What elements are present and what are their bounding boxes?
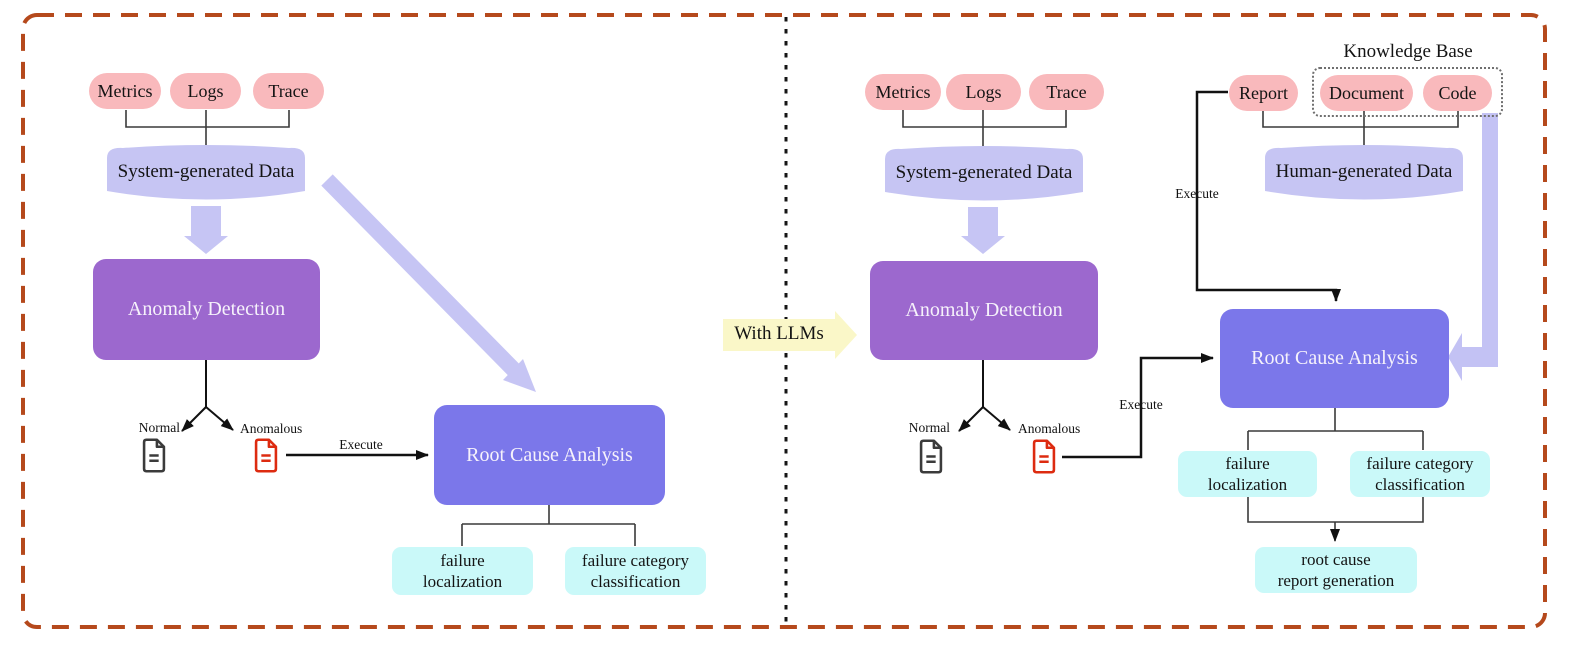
output-line: classification xyxy=(1375,475,1465,494)
with-llms-label: With LLMs xyxy=(734,323,824,344)
right-metrics-node: Metrics xyxy=(865,74,941,110)
knowledge-base-label: Knowledge Base xyxy=(1343,41,1473,62)
left-anomalous-arrow xyxy=(205,406,234,431)
data-store-label: System-generated Data xyxy=(895,162,1073,183)
left-outputs-bracket xyxy=(461,505,636,546)
output-line: classification xyxy=(590,572,681,591)
left-trace-node: Trace xyxy=(253,73,324,109)
left-metrics-node: Metrics xyxy=(89,73,161,109)
left-anomalous-document-icon xyxy=(252,438,280,473)
output-line: failure xyxy=(440,550,485,570)
right-report-generation-node: root cause report generation xyxy=(1255,547,1417,593)
left-anomaly-detection-node: Anomaly Detection xyxy=(93,259,320,360)
left-logs-node: Logs xyxy=(170,73,241,109)
left-sources-bracket xyxy=(125,110,290,146)
data-store-cylinder-shape xyxy=(1265,145,1463,200)
right-anomalous-document-icon xyxy=(1030,439,1058,474)
data-store-cylinder-shape xyxy=(885,146,1083,201)
right-human-data-store: Human-generated Data xyxy=(1265,145,1463,205)
output-line: failure category xyxy=(581,550,690,570)
right-normal-label: Normal xyxy=(908,420,950,435)
left-diagonal-arrow-head xyxy=(503,359,536,392)
right-failure-category-node: failure category classification xyxy=(1350,451,1490,497)
left-diagonal-arrow-shaft xyxy=(321,174,520,376)
right-root-cause-analysis-node: Root Cause Analysis xyxy=(1220,309,1449,408)
right-trace-node: Trace xyxy=(1029,74,1104,110)
right-document-node: Document xyxy=(1320,75,1413,111)
right-code-node: Code xyxy=(1423,75,1492,111)
output-line: localization xyxy=(422,572,503,591)
left-system-data-store: System-generated Data xyxy=(107,145,305,205)
output-line: failure category xyxy=(1366,453,1474,473)
right-anomaly-detection-node: Anomaly Detection xyxy=(870,261,1098,360)
right-ingest-arrow xyxy=(961,207,1005,254)
right-normal-document-icon xyxy=(917,439,945,474)
left-root-cause-analysis-node: Root Cause Analysis xyxy=(434,405,665,505)
right-system-data-store: System-generated Data xyxy=(885,146,1083,206)
right-logs-node: Logs xyxy=(946,74,1021,110)
left-normal-label: Normal xyxy=(138,420,180,435)
right-execute-anomalous-label: Execute xyxy=(1119,397,1163,412)
left-failure-localization-node: failure localization xyxy=(392,547,533,595)
right-normal-arrow xyxy=(958,406,984,432)
right-sources-bracket xyxy=(902,110,1067,147)
right-anomalous-arrow xyxy=(982,406,1011,431)
right-execute-report-label: Execute xyxy=(1175,186,1219,201)
left-failure-category-node: failure category classification xyxy=(565,547,706,595)
left-ingest-arrow xyxy=(184,206,228,254)
output-line: localization xyxy=(1207,475,1288,494)
right-outputs-bracket xyxy=(1247,408,1424,450)
right-anomalous-label: Anomalous xyxy=(1018,421,1081,436)
left-normal-document-icon xyxy=(140,438,168,473)
output-line: failure xyxy=(1225,453,1270,473)
output-line: report generation xyxy=(1277,571,1395,590)
data-store-label: System-generated Data xyxy=(117,161,295,182)
left-normal-arrow xyxy=(181,406,207,432)
left-execute-label: Execute xyxy=(339,437,383,452)
right-report-bracket xyxy=(1247,497,1424,523)
right-failure-localization-node: failure localization xyxy=(1178,451,1317,497)
left-anomalous-label: Anomalous xyxy=(240,421,303,436)
data-store-cylinder-shape xyxy=(107,145,305,200)
right-report-node: Report xyxy=(1229,75,1298,111)
knowledge-base-frame xyxy=(1312,67,1503,117)
output-line: root cause xyxy=(1301,549,1371,569)
data-store-label: Human-generated Data xyxy=(1275,161,1453,182)
